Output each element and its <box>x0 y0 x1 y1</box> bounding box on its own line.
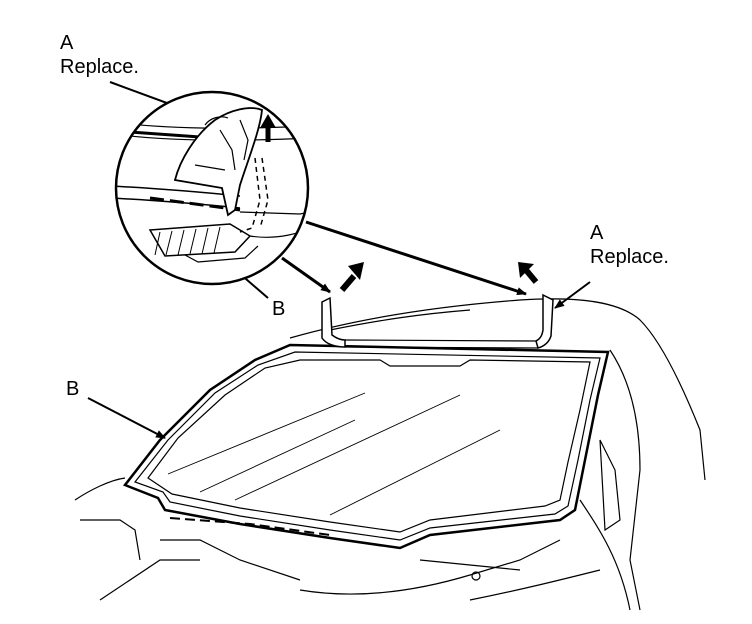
removal-arrow-right <box>518 262 539 284</box>
car-body <box>74 298 706 611</box>
label-a-right-text: Replace. <box>590 246 669 268</box>
upper-molding-right <box>344 293 554 349</box>
label-a-top-text: Replace. <box>60 56 139 78</box>
label-b-detail: B <box>272 298 286 320</box>
windshield <box>122 343 610 550</box>
label-a-top-letter: A <box>60 32 74 54</box>
detail-circle <box>114 90 310 286</box>
label-b-left: B <box>66 378 80 400</box>
upper-molding-left <box>321 296 346 348</box>
removal-arrow-left <box>339 262 364 292</box>
label-a-right-letter: A <box>590 222 604 244</box>
